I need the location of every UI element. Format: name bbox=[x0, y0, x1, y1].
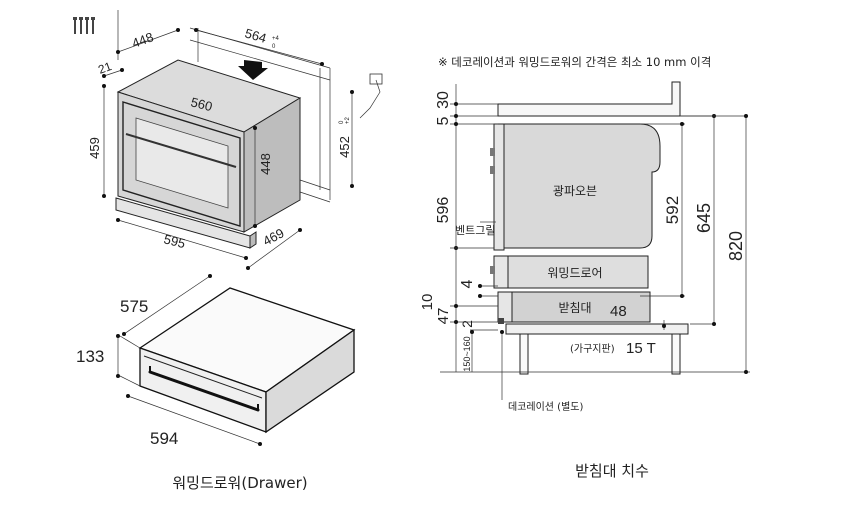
dim-133: 133 bbox=[76, 347, 104, 366]
dim-564-tol-bot: 0 bbox=[272, 44, 276, 50]
dim-596: 596 bbox=[435, 197, 452, 224]
vent-bar bbox=[115, 197, 257, 249]
dim-560: 560 bbox=[189, 94, 214, 114]
dim-452-tol-top: +2 bbox=[345, 116, 351, 124]
label-furniture-board: (가구지판) bbox=[570, 343, 615, 355]
side-view bbox=[490, 81, 689, 375]
right-caption: 받침대 치수 bbox=[575, 462, 649, 480]
dim-15T: 15 T bbox=[626, 340, 656, 357]
dim-150-160: 150~160 bbox=[462, 336, 472, 371]
cabinet-frame bbox=[117, 10, 331, 203]
dim-48: 48 bbox=[610, 303, 627, 320]
label-stand: 받침대 bbox=[558, 301, 591, 315]
dim-820: 820 bbox=[726, 231, 746, 261]
dim-452-tol-bot: 0 bbox=[339, 120, 345, 124]
dim-4: 4 bbox=[459, 279, 476, 288]
dim-452: 452 bbox=[337, 136, 352, 158]
label-oven: 광파오븐 bbox=[553, 184, 597, 198]
dim-469: 469 bbox=[260, 225, 286, 248]
oven-dim-texts: 448 564 +4 0 21 560 459 448 452 +2 0 595… bbox=[87, 25, 352, 251]
dim-47: 47 bbox=[435, 308, 452, 325]
side-view-dim-lines bbox=[440, 84, 750, 400]
drawer-dim-lines bbox=[116, 274, 262, 446]
warming-drawer bbox=[138, 287, 356, 434]
dim-448-side: 448 bbox=[258, 153, 273, 175]
dim-2: 2 bbox=[459, 320, 475, 328]
dim-595: 595 bbox=[162, 231, 187, 251]
dim-10: 10 bbox=[419, 294, 436, 311]
dim-448-top: 448 bbox=[130, 29, 156, 51]
label-decoration: 데코레이션 (별도) bbox=[508, 401, 583, 413]
left-caption: 워밍드로워(Drawer) bbox=[172, 474, 307, 492]
side-view-texts: 30 5 596 광파오븐 벤트그릴 592 645 820 워밍드로어 4 1… bbox=[419, 91, 746, 413]
oven-body bbox=[116, 59, 302, 233]
drawer-dim-texts: 575 133 594 bbox=[76, 297, 178, 448]
dim-30: 30 bbox=[435, 91, 452, 109]
dim-564-tol-top: +4 bbox=[272, 36, 280, 42]
spacing-note: ※ 데코레이션과 워밍드로워의 간격은 최소 10 mm 이격 bbox=[438, 55, 711, 69]
dim-564: 564 bbox=[243, 25, 268, 45]
dim-645: 645 bbox=[694, 203, 714, 233]
dim-592: 592 bbox=[663, 196, 682, 224]
label-warming-drawer: 워밍드로어 bbox=[547, 266, 602, 280]
dim-459: 459 bbox=[87, 137, 102, 159]
dim-575: 575 bbox=[120, 297, 148, 316]
power-plug-icon bbox=[359, 73, 383, 119]
dim-21: 21 bbox=[96, 59, 114, 77]
screws-icon bbox=[73, 17, 95, 34]
oven-dim-lines bbox=[102, 28, 354, 270]
dim-594: 594 bbox=[150, 429, 178, 448]
label-vent-grill: 벤트그릴 bbox=[455, 224, 495, 237]
dim-5: 5 bbox=[435, 116, 452, 125]
